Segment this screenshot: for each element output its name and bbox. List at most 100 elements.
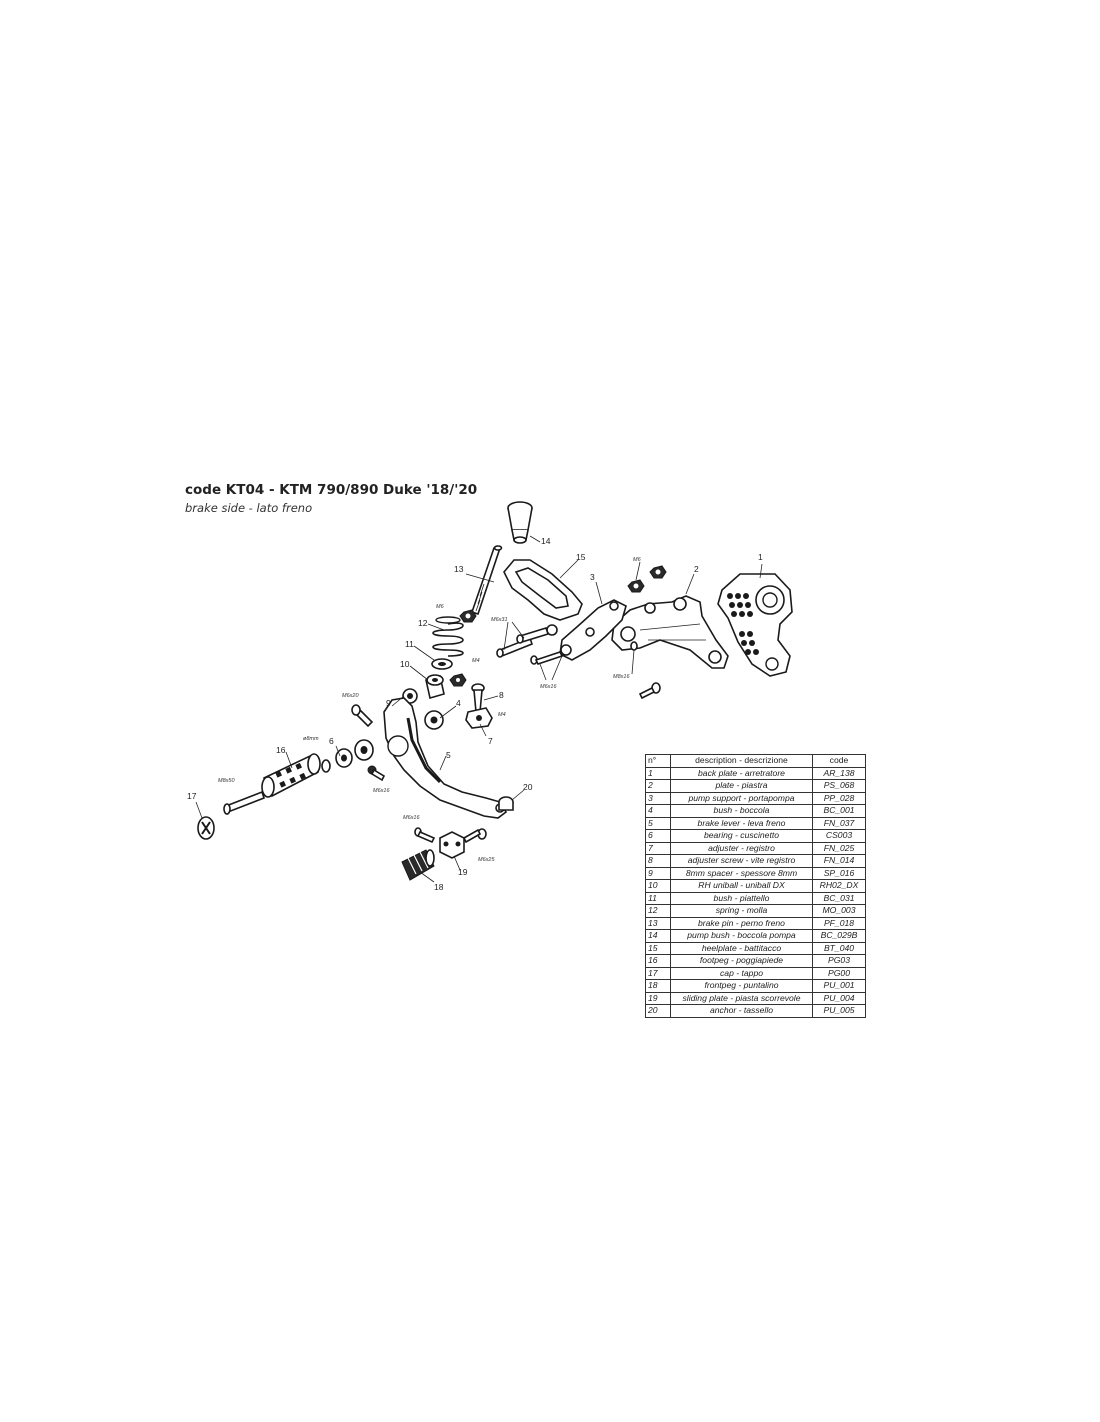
- cell-description: back plate - arretratore: [670, 766, 813, 780]
- cell-code: PU_005: [812, 1004, 866, 1018]
- diagram-title: code KT04 - KTM 790/890 Duke '18/'20: [185, 482, 478, 498]
- plate-part: [611, 595, 729, 669]
- cell-description: footpeg - poggiapiede: [670, 954, 813, 968]
- frontpeg-part: [401, 849, 435, 881]
- cell-code: MO_003: [812, 904, 866, 918]
- label-m6x16-a: M6x16: [540, 684, 557, 690]
- cell-code: PF_018: [812, 916, 866, 930]
- cell-description: brake pin - perno freno: [670, 916, 813, 930]
- callout-11: 11: [405, 639, 414, 649]
- cell-number: 14: [645, 929, 671, 943]
- callout-19: 19: [458, 867, 468, 877]
- col-code: code: [812, 754, 866, 768]
- label-m6x25: M6x25: [478, 857, 495, 863]
- screw-m6x16-upper: [530, 651, 564, 665]
- nut-m6-upper: [459, 609, 477, 623]
- cell-description: frontpeg - puntalino: [670, 979, 813, 993]
- heelplate-part: [503, 559, 583, 636]
- cell-number: 1: [645, 766, 671, 780]
- pump-support-part: [559, 599, 627, 661]
- bush-boccola-part: [424, 710, 444, 730]
- washer-8mm: [321, 759, 331, 773]
- callout-10: 10: [400, 659, 410, 669]
- cell-description: heelplate - battitacco: [670, 941, 813, 955]
- callout-9: 9: [386, 698, 391, 708]
- callout-17: 17: [187, 791, 197, 801]
- screw-m6x31: [496, 627, 550, 658]
- diagram-subtitle: brake side - lato freno: [185, 501, 313, 515]
- nut-m4-upper: [449, 673, 467, 687]
- brake-lever-part: [383, 697, 508, 819]
- cell-number: 7: [645, 841, 671, 855]
- label-m6x16-c: M6x16: [403, 815, 420, 821]
- spring-part: [432, 616, 464, 657]
- screw-m6x20: [351, 704, 374, 728]
- leader-lines: [195, 535, 763, 883]
- cell-number: 3: [645, 791, 671, 805]
- brake-pin-part: [470, 545, 503, 616]
- cell-description: spring - molla: [670, 904, 813, 918]
- cell-number: 5: [645, 816, 671, 830]
- cell-code: PG03: [812, 954, 866, 968]
- callout-5: 5: [446, 750, 451, 760]
- cell-description: brake lever - leva freno: [670, 816, 813, 830]
- callout-numbers: 1 2 3 4 5 6 7 8 9 10 11 12 13 14 15 16 1…: [187, 536, 763, 892]
- label-m4-b: M4: [498, 712, 506, 718]
- cell-number: 16: [645, 954, 671, 968]
- nut-m6-top: [627, 565, 667, 593]
- cell-description: bush - boccola: [670, 804, 813, 818]
- cell-number: 8: [645, 854, 671, 868]
- cell-description: 8mm spacer - spessore 8mm: [670, 866, 813, 880]
- cell-number: 17: [645, 966, 671, 980]
- back-plate-part: [717, 573, 793, 677]
- callout-4: 4: [456, 698, 461, 708]
- callout-1: 1: [758, 552, 763, 562]
- cell-number: 9: [645, 866, 671, 880]
- cell-code: FN_025: [812, 841, 866, 855]
- callout-14: 14: [541, 536, 551, 546]
- anchor-part: [498, 796, 514, 811]
- sliding-plate-part: [439, 831, 465, 859]
- bolt-m8x50: [223, 790, 265, 815]
- fastener-labels: M6 M6 M6x31 M6x16 M8x16 M4 M4 M6x20 ø8mm…: [218, 557, 642, 863]
- cell-description: bush - piattello: [670, 891, 813, 905]
- callout-16: 16: [276, 745, 286, 755]
- cell-code: PU_001: [812, 979, 866, 993]
- callout-18: 18: [434, 882, 444, 892]
- cell-code: CS003: [812, 829, 866, 843]
- bush-piattello-part: [431, 658, 453, 670]
- cell-number: 19: [645, 991, 671, 1005]
- cell-code: PG00: [812, 966, 866, 980]
- label-m6-top: M6: [633, 557, 642, 563]
- cell-code: RH02_DX: [812, 879, 866, 893]
- cell-code: BC_029B: [812, 929, 866, 943]
- cell-description: plate - piastra: [670, 779, 813, 793]
- callout-3: 3: [590, 572, 595, 582]
- cell-code: PS_068: [812, 779, 866, 793]
- cell-number: 2: [645, 779, 671, 793]
- cell-description: cap - tappo: [670, 966, 813, 980]
- cell-code: BT_040: [812, 941, 866, 955]
- cell-number: 20: [645, 1004, 671, 1018]
- callout-6: 6: [329, 736, 334, 746]
- cell-description: pump bush - boccola pompa: [670, 929, 813, 943]
- cell-code: AR_138: [812, 766, 866, 780]
- cell-code: FN_037: [812, 816, 866, 830]
- footpeg-part: [261, 753, 321, 798]
- cell-number: 10: [645, 879, 671, 893]
- label-8mm: ø8mm: [303, 736, 319, 742]
